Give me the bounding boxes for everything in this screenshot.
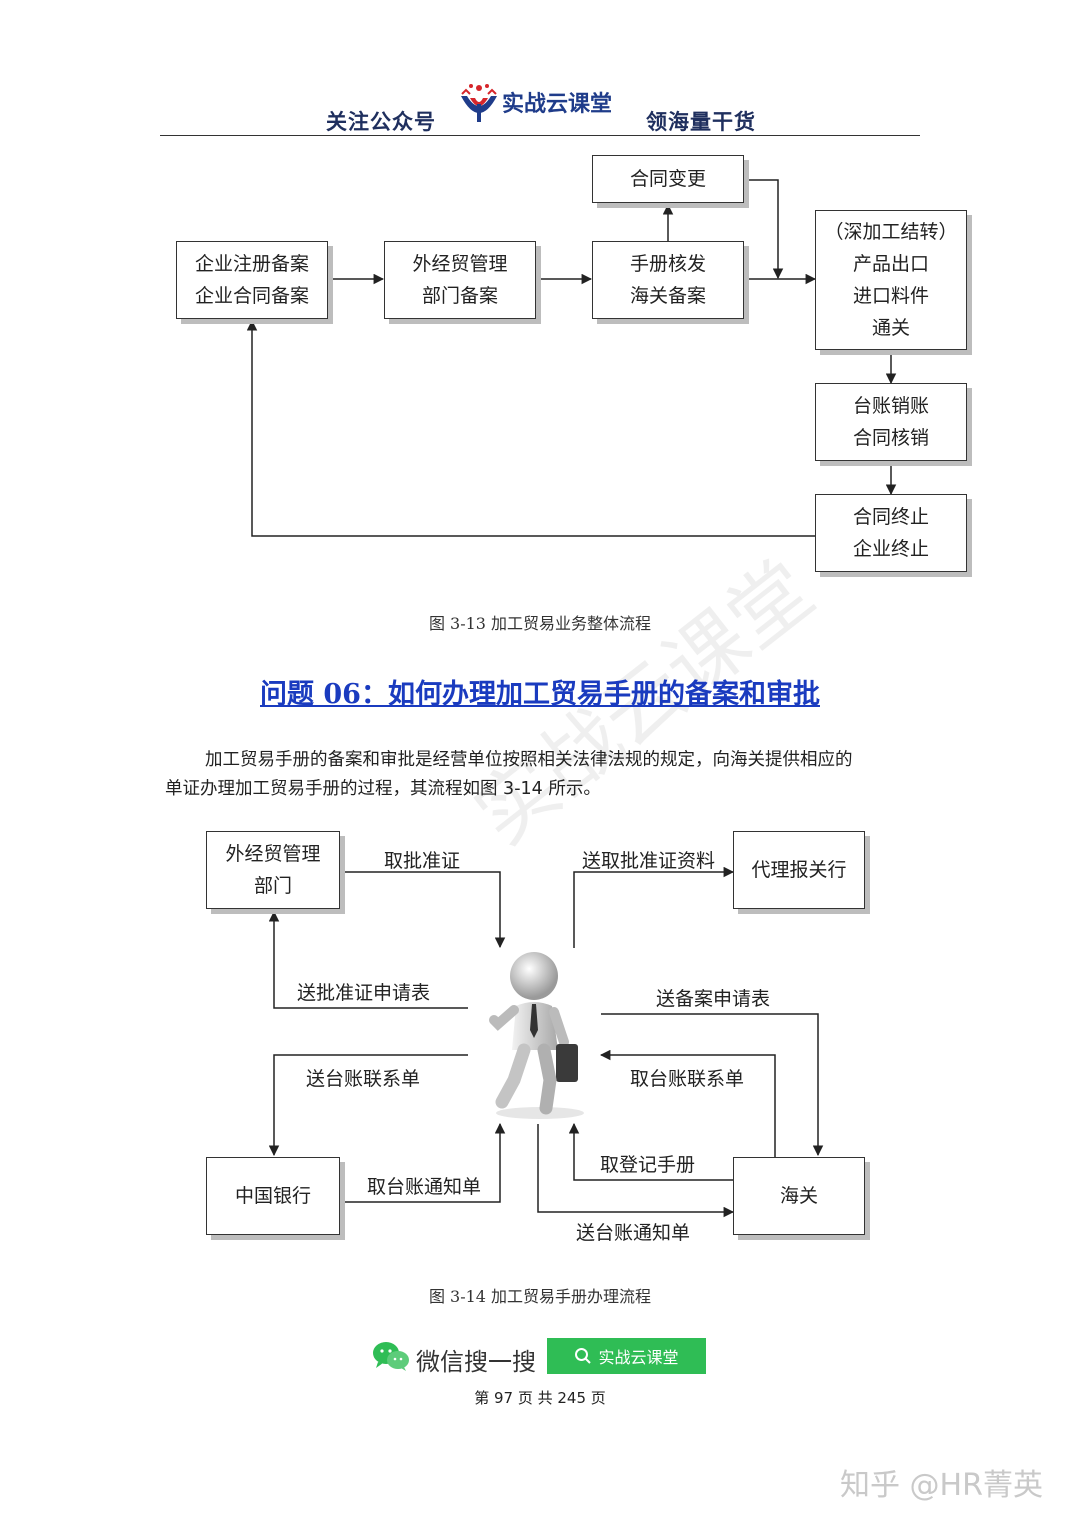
search-button-label: 实战云课堂 — [598, 1348, 679, 1367]
box-line: 企业注册备案 — [194, 253, 309, 275]
box-line: 部门备案 — [421, 285, 498, 307]
box-line: 合同核销 — [852, 427, 929, 449]
header-left-text: 关注公众号 — [326, 109, 436, 134]
label-send-permit-application: 送批准证申请表 — [297, 982, 431, 1004]
box-line: 海关 — [779, 1185, 818, 1207]
paragraph-line-2: 单证办理加工贸易手册的过程，其流程如图 3-14 所示。 — [165, 779, 601, 799]
question-title[interactable]: 问题 06：如何办理加工贸易手册的备案和审批 — [260, 679, 820, 710]
label-send-permit-docs: 送取批准证资料 — [582, 850, 716, 872]
body-paragraph: 加工贸易手册的备案和审批是经营单位按照相关法律法规的规定，向海关提供相应的 单证… — [165, 746, 925, 804]
box-bank-of-china: 中国银行 — [206, 1157, 340, 1235]
header-divider — [160, 135, 920, 136]
wechat-search-button[interactable]: 实战云课堂 — [547, 1338, 706, 1374]
box-customs: 海关 — [733, 1157, 865, 1235]
box-ledger-writeoff: 台账销账 合同核销 — [815, 383, 967, 461]
label-send-ledger-form: 送台账联系单 — [306, 1068, 421, 1090]
box-line: 企业终止 — [852, 538, 929, 560]
box-enterprise-registration: 企业注册备案 企业合同备案 — [176, 241, 328, 319]
box-line: 产品出口 — [852, 253, 929, 275]
box-line: 进口料件 — [852, 285, 929, 307]
figure2-caption: 图 3-14 加工贸易手册办理流程 — [428, 1287, 652, 1306]
logo-text: 实战云课堂 — [502, 92, 613, 117]
header-right-text: 领海量干货 — [646, 109, 756, 134]
label-take-ledger-form: 取台账联系单 — [630, 1068, 745, 1090]
box-line: 企业合同备案 — [194, 285, 309, 307]
label-send-record-application: 送备案申请表 — [656, 988, 771, 1010]
box-customs-agent: 代理报关行 — [733, 831, 865, 909]
paragraph-line-1: 加工贸易手册的备案和审批是经营单位按照相关法律法规的规定，向海关提供相应的 — [165, 746, 925, 775]
figure1-caption: 图 3-13 加工贸易业务整体流程 — [428, 614, 652, 633]
wechat-icon — [372, 1340, 410, 1372]
paragraph-text: 加工贸易手册的备案和审批是经营单位按照相关法律法规的规定，向海关提供相应的 — [205, 750, 853, 770]
box-line: 手册核发 — [629, 253, 706, 275]
box-line: 通关 — [871, 317, 910, 339]
label-take-register-manual: 取登记手册 — [600, 1154, 696, 1176]
label-take-ledger-notice: 取台账通知单 — [367, 1176, 482, 1198]
box-line: 海关备案 — [629, 285, 706, 307]
page-number: 第 97 页 共 245 页 — [474, 1389, 606, 1407]
label-take-permit: 取批准证 — [384, 850, 461, 872]
businessman-icon — [484, 950, 596, 1120]
search-icon — [575, 1348, 592, 1364]
box-line: （深加工结转） — [824, 221, 958, 243]
box-line: 外经贸管理 — [412, 253, 508, 275]
box-line: 部门 — [253, 875, 292, 897]
wechat-search-label: 微信搜一搜 — [416, 1348, 536, 1376]
logo-icon — [458, 80, 500, 124]
box-line: 中国银行 — [234, 1185, 311, 1207]
box-line: 合同变更 — [629, 168, 706, 190]
box-line: 合同终止 — [852, 506, 929, 528]
box-deep-processing: （深加工结转） 产品出口 进口料件 通关 — [815, 210, 967, 350]
box-line: 台账销账 — [852, 395, 929, 417]
box-termination: 合同终止 企业终止 — [815, 494, 967, 572]
box-foreign-trade-record: 外经贸管理 部门备案 — [384, 241, 536, 319]
box-foreign-trade-dept: 外经贸管理 部门 — [206, 831, 340, 909]
label-send-ledger-notice: 送台账通知单 — [576, 1222, 691, 1244]
box-manual-issuance: 手册核发 海关备案 — [592, 241, 744, 319]
box-line: 代理报关行 — [751, 859, 847, 881]
zhihu-watermark: 知乎 @HR菁英 — [840, 1468, 1043, 1503]
box-line: 外经贸管理 — [225, 843, 321, 865]
box-contract-change: 合同变更 — [592, 155, 744, 203]
